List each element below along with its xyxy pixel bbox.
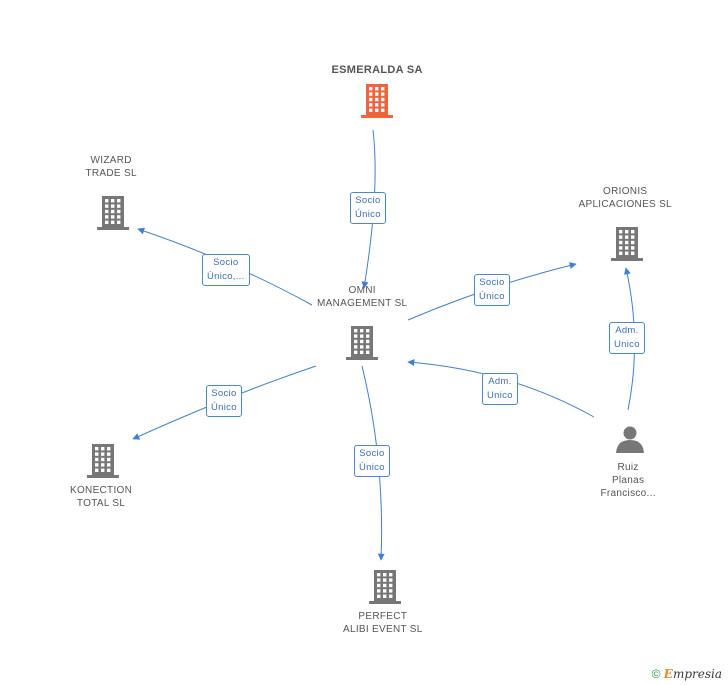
edge-label-line: Adm. — [488, 376, 512, 387]
node-label-line: ALIBI EVENT SL — [343, 624, 423, 635]
building-icon[interactable] — [361, 84, 393, 118]
footer-brand: © Empresia — [652, 667, 722, 681]
edge-label-line: Adm. — [615, 325, 639, 336]
node-label-orionis[interactable]: ORIONIS APLICACIONES SL — [579, 185, 672, 211]
node-label-line: TRADE SL — [85, 168, 137, 179]
edge-label-line: Único — [359, 462, 385, 473]
node-label-omni[interactable]: OMNI MANAGEMENT SL — [317, 284, 407, 310]
building-icon[interactable] — [346, 326, 378, 360]
copyright-symbol: © — [651, 667, 661, 681]
edge-label-line: Único — [479, 291, 505, 302]
node-label-line: Planas — [611, 475, 645, 486]
building-icon[interactable] — [97, 196, 129, 230]
edge-label-line: Socio — [211, 388, 237, 399]
node-label-line: ORIONIS — [603, 186, 648, 197]
node-label-line: WIZARD — [90, 155, 132, 166]
edge-label-ruiz-to-orionis[interactable]: Adm. Unico — [609, 322, 645, 354]
node-label-perfect[interactable]: PERFECT ALIBI EVENT SL — [343, 610, 423, 636]
node-label-wizard[interactable]: WIZARD TRADE SL — [86, 154, 137, 180]
edge-label-ruiz-to-omni[interactable]: Adm. Unico — [482, 373, 518, 405]
edge-label-line: Socio — [359, 448, 385, 459]
building-icon[interactable] — [611, 227, 643, 261]
person-icon[interactable] — [616, 426, 644, 454]
node-label-line: APLICACIONES SL — [578, 199, 672, 210]
node-label-line: OMNI — [348, 285, 376, 296]
node-label-line: TOTAL SL — [76, 498, 126, 509]
brand-name: Empresia — [663, 667, 722, 681]
edge-label-line: Único — [211, 402, 237, 413]
node-label-line: Ruiz — [617, 462, 639, 473]
edge-label-line: Socio — [355, 195, 381, 206]
node-label-root[interactable]: ESMERALDA SA — [332, 64, 423, 77]
building-icon[interactable] — [87, 444, 119, 478]
edge-label-line: Único — [355, 209, 381, 220]
node-label-line: PERFECT — [358, 611, 408, 622]
edge-label-line: Unico — [487, 390, 513, 401]
building-icon[interactable] — [369, 570, 401, 604]
edge-label-line: Único,... — [207, 271, 245, 282]
node-label-line: KONECTION — [70, 485, 133, 496]
node-label-line: Francisco... — [600, 488, 656, 499]
edge-label-line: Unico — [614, 339, 640, 350]
node-label-line: MANAGEMENT SL — [317, 298, 408, 309]
node-label-konection[interactable]: KONECTION TOTAL SL — [70, 484, 132, 510]
node-label-line: ESMERALDA SA — [331, 63, 423, 76]
edge-label-line: Socio — [213, 257, 239, 268]
icons-layer — [87, 84, 644, 604]
edge-label-line: Socio — [479, 277, 505, 288]
